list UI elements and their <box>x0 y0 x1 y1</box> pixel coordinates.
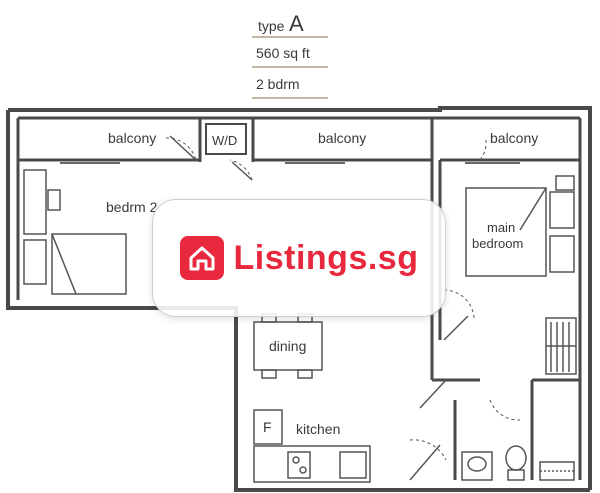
kitchen-label: kitchen <box>296 421 340 437</box>
main-bedroom-furniture <box>465 175 575 277</box>
fridge-label: F <box>263 419 272 435</box>
area-text: 560 sq ft <box>256 45 310 61</box>
header-rules <box>252 36 328 99</box>
washer-dryer-box <box>205 123 247 155</box>
balcony-left-label: balcony <box>108 130 156 146</box>
bedroom-2-furniture <box>23 169 127 295</box>
type-label: type <box>258 18 285 34</box>
bedrooms-text: 2 bdrm <box>256 76 300 92</box>
house-icon <box>179 236 224 280</box>
type-value: A <box>289 11 304 36</box>
balcony-middle-label: balcony <box>318 130 366 146</box>
main-bedroom-label-2: bedroom <box>472 236 523 251</box>
bathroom-fixtures <box>461 445 575 481</box>
door-swings <box>165 137 521 461</box>
main-bedroom-label-1: main <box>487 220 515 235</box>
washer-dryer-label: W/D <box>212 133 237 148</box>
dining-label: dining <box>269 338 306 354</box>
balcony-right-label: balcony <box>490 130 538 146</box>
watermark-text: Listings.sg <box>233 238 419 277</box>
bedroom-2-label: bedrm 2 <box>106 199 158 215</box>
wardrobe <box>545 317 577 375</box>
kitchen-counter <box>253 409 371 483</box>
door-leaves <box>169 135 469 481</box>
listings-watermark: Listings.sg <box>152 199 446 317</box>
